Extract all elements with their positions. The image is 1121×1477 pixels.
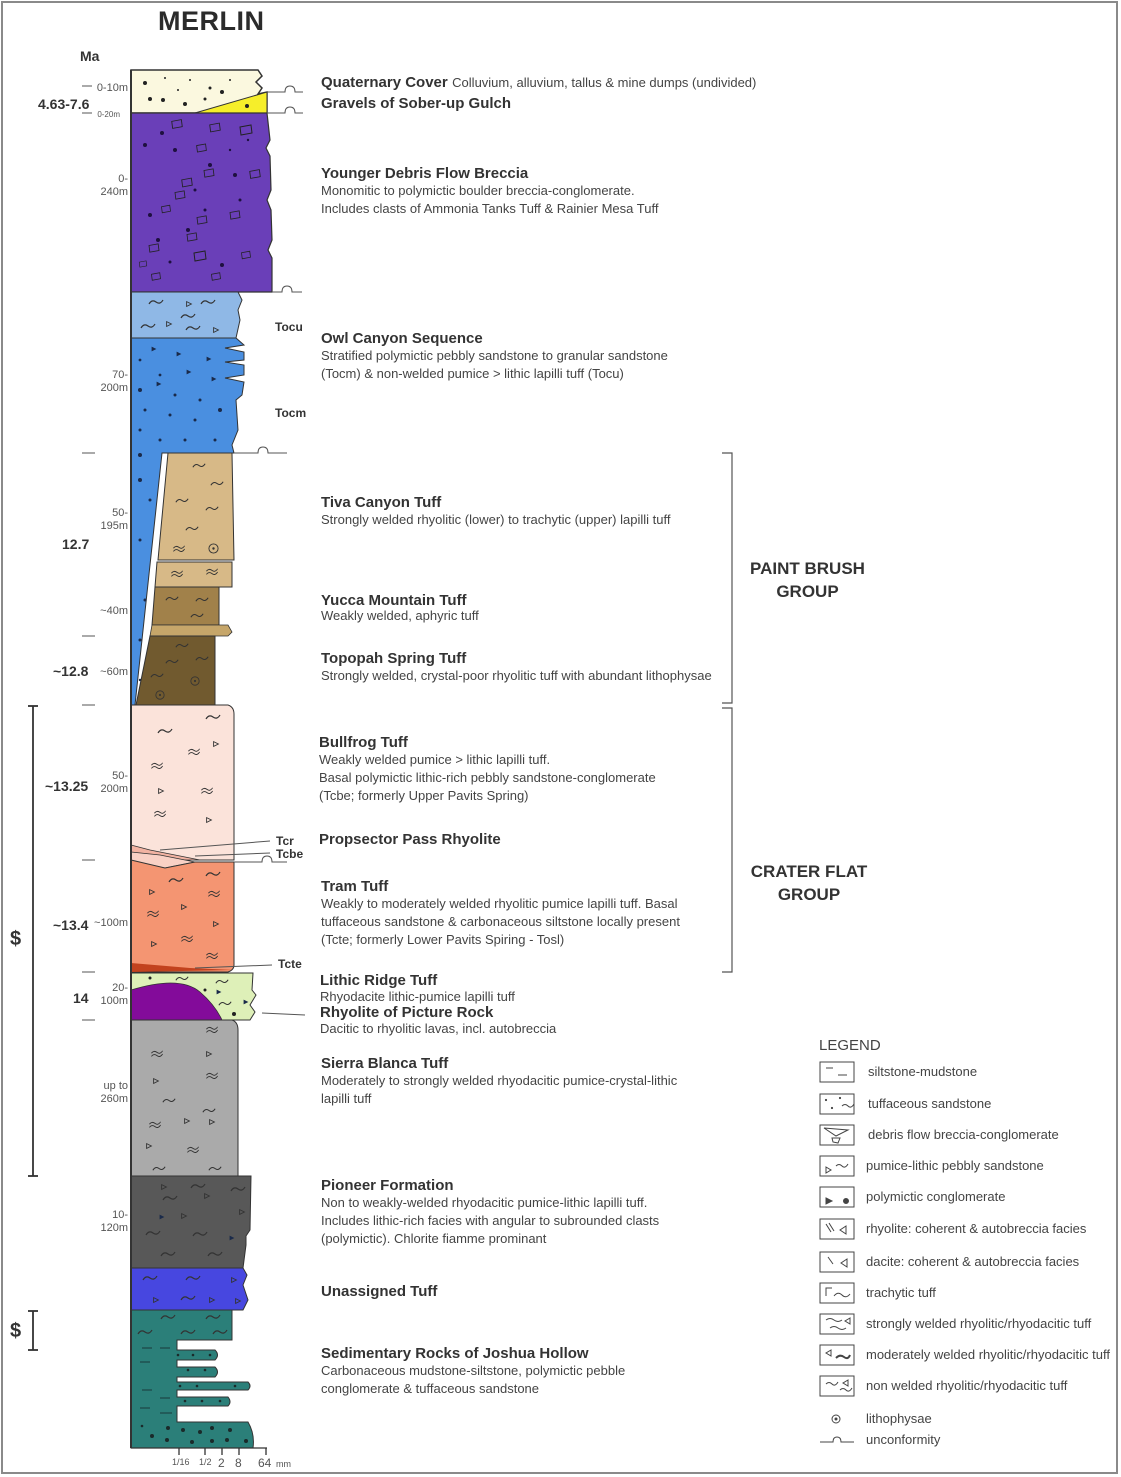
sublabel-tocu: Tocu — [275, 320, 303, 334]
thickness-label: 50- 200m — [100, 770, 128, 795]
unit-desc: Colluvium, alluvium, tallus & mine dumps… — [452, 75, 757, 90]
legend-item-non-welded-tuff: non welded rhyolitic/rhyodacitic tuff — [866, 1378, 1068, 1393]
unit-name: Quaternary Cover — [321, 74, 448, 91]
legend-title: LEGEND — [819, 1037, 881, 1054]
thickness-label: 0- 240m — [100, 173, 128, 198]
layer-tram-tuff — [130, 859, 235, 973]
unit-bullfrog-tuff: Bullfrog Tuff Weakly welded pumice > lit… — [319, 734, 656, 803]
grain-size-axis — [131, 1447, 267, 1455]
layer-sedimentary-rocks-of-joshua-hollow — [130, 1309, 254, 1449]
unit-quaternary-cover: Quaternary Cover Colluvium, alluvium, ta… — [321, 74, 756, 92]
unit-owl-canyon-sequence: Owl Canyon Sequence Stratified polymicti… — [321, 330, 668, 381]
layer-bullfrog-tuff — [130, 704, 235, 869]
legend-item-dacite-facies: dacite: coherent & autobreccia facies — [866, 1254, 1080, 1269]
thickness-label: 50- 195m — [100, 507, 128, 532]
unit-pioneer-formation: Pioneer Formation Non to weakly-welded r… — [321, 1177, 660, 1246]
thickness-label: 70- 200m — [100, 369, 128, 394]
layer-quaternary-cover — [130, 69, 268, 114]
unit-sierra-blanca-tuff: Sierra Blanca Tuff Moderately to strongl… — [321, 1055, 678, 1106]
sublabel-tcr: Tcr — [276, 834, 294, 848]
unit-propsector-pass-rhyolite: Propsector Pass Rhyolite — [319, 831, 501, 848]
age-axis-label: Ma — [80, 48, 100, 64]
dollar-icon: $ — [10, 928, 22, 950]
thickness-label: ~60m — [100, 666, 128, 678]
sublabel-tcte: Tcte — [278, 957, 302, 971]
legend-item-siltstone-mudstone: siltstone-mudstone — [868, 1064, 978, 1079]
layer-sierra-blanca-tuff — [130, 1019, 239, 1177]
unit-lithic-ridge-tuff: Lithic Ridge Tuff Rhyodacite lithic-pumi… — [320, 972, 515, 1005]
age-label: 4.63-7.6 — [38, 96, 90, 112]
legend-item-lithophysae: lithophysae — [866, 1411, 932, 1426]
legend-item-unconformity: unconformity — [866, 1432, 941, 1447]
unit-unassigned-tuff: Unassigned Tuff — [321, 1283, 438, 1300]
group-brackets — [722, 452, 733, 973]
age-label: ~12.8 — [53, 663, 89, 679]
thickness-label: ~100m — [94, 917, 128, 929]
age-label: ~13.25 — [45, 778, 89, 794]
unit-sedimentary-rocks-of-joshua-hollow: Sedimentary Rocks of Joshua Hollow Carbo… — [321, 1345, 626, 1396]
legend-item-trachytic-tuff: trachytic tuff — [866, 1285, 936, 1300]
thickness-label: 20- 100m — [100, 982, 128, 1007]
mineralization-bar — [28, 705, 38, 1351]
legend-item-strongly-welded-tuff: strongly welded rhyolitic/rhyodacitic tu… — [866, 1316, 1092, 1331]
layer-unassigned-tuff — [130, 1267, 249, 1311]
page-title: MERLIN — [158, 6, 265, 36]
legend-item-polymictic-conglomerate: polymictic conglomerate — [866, 1189, 1006, 1204]
unit-younger-debris-flow-breccia: Younger Debris Flow Breccia Monomitic to… — [321, 165, 659, 216]
unit-tiva-canyon-tuff: Tiva Canyon Tuff Strongly welded rhyolit… — [321, 494, 671, 527]
unconformity-markers — [234, 85, 303, 863]
legend-item-moderately-welded-tuff: moderately welded rhyolitic/rhyodacitic … — [866, 1347, 1110, 1362]
group-paint-brush: PAINT BRUSH GROUP — [750, 559, 865, 601]
unit-tram-tuff: Tram Tuff Weakly to moderately welded rh… — [321, 878, 680, 947]
age-label: 12.7 — [62, 536, 90, 552]
layer-younger-debris-flow-breccia — [130, 112, 273, 293]
thickness-label: 0-10m — [96, 82, 128, 94]
legend-icons — [819, 1061, 855, 1443]
layer-pioneer-formation — [130, 1175, 252, 1269]
layer-topopah-spring-tuff — [135, 635, 216, 706]
age-label: 14 — [73, 990, 89, 1006]
thickness-label: 10- 120m — [100, 1209, 128, 1234]
thickness-label: up to 260m — [100, 1080, 128, 1105]
group-crater-flat: CRATER FLAT GROUP — [750, 862, 868, 904]
legend-item-pumice-lithic-pebbly-sandstone: pumice-lithic pebbly sandstone — [866, 1158, 1044, 1173]
layer-yucca-mountain-tuff — [149, 586, 233, 637]
unit-gravels-of-sober-up-gulch: Gravels of Sober-up Gulch — [321, 95, 512, 112]
layer-rhyolite-of-picture-rock — [130, 982, 223, 1021]
unit-topopah-spring-tuff: Topopah Spring Tuff Strongly welded, cry… — [321, 650, 712, 683]
sublabel-tocm: Tocm — [275, 406, 307, 420]
dollar-icon: $ — [10, 1320, 22, 1342]
legend-item-debris-flow-breccia: debris flow breccia-conglomerate — [868, 1127, 1059, 1142]
unit-rhyolite-of-picture-rock: Rhyolite of Picture Rock Dacitic to rhyo… — [320, 1004, 557, 1037]
thickness-label: ~40m — [100, 605, 128, 617]
sublabel-tcbe: Tcbe — [276, 847, 304, 861]
layer-owl-canyon-tocu — [130, 291, 243, 339]
thickness-label: 0-20m — [97, 110, 120, 119]
age-label: ~13.4 — [53, 917, 89, 933]
legend-item-rhyolite-facies: rhyolite: coherent & autobreccia facies — [866, 1221, 1087, 1236]
unit-yucca-mountain-tuff: Yucca Mountain Tuff Weakly welded, aphyr… — [321, 592, 479, 623]
legend-item-tuffaceous-sandstone: tuffaceous sandstone — [868, 1096, 992, 1111]
layer-tiva-canyon-tuff — [154, 452, 235, 588]
